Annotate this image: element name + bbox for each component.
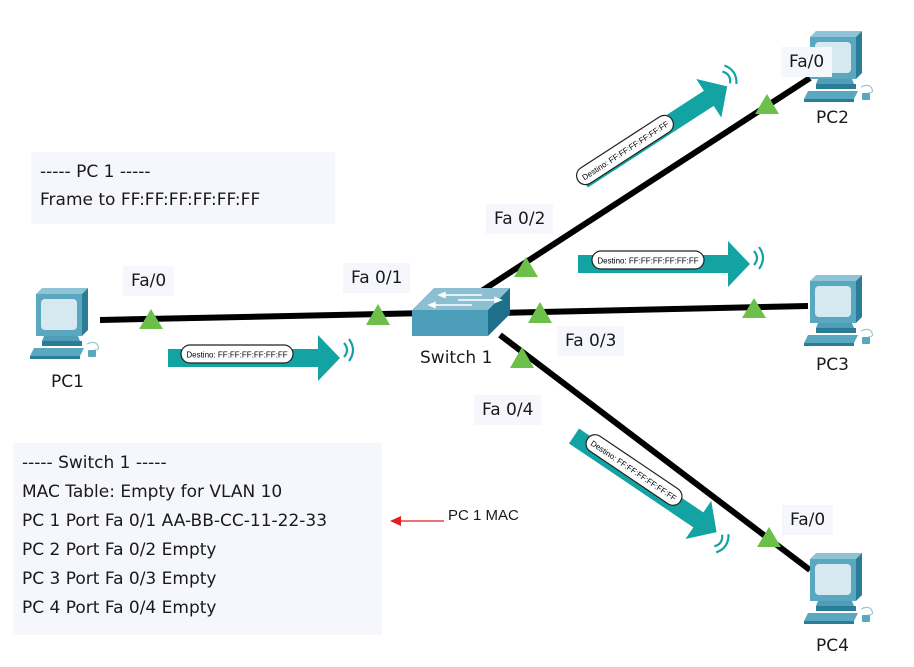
annotation-pc1-mac: PC 1 MAC <box>448 507 519 524</box>
mac-entry-pc1: PC 1 Port Fa 0/1 AA-BB-CC-11-22-33 <box>22 511 328 531</box>
switch-label: Switch 1 <box>420 348 493 368</box>
port-label-pc4: Fa/0 <box>782 505 834 535</box>
port-label-fa04: Fa 0/4 <box>474 395 542 425</box>
port-indicator-pc4 <box>757 527 781 547</box>
frame-label-pc2: Destino: FF:FF:FF:FF:FF:FF <box>581 119 671 182</box>
port-label-pc1: Fa/0 <box>123 266 175 296</box>
switch-info-panel: ----- Switch 1 ----- MAC Table: Empty fo… <box>13 443 382 635</box>
frame-label-pc3: Destino: FF:FF:FF:FF:FF:FF <box>597 257 698 266</box>
pc4-label: PC4 <box>816 636 849 656</box>
pc3-icon[interactable] <box>803 274 874 347</box>
port-label-fa01: Fa 0/1 <box>343 263 411 293</box>
mac-entry-pc2: PC 2 Port Fa 0/2 Empty <box>22 540 217 560</box>
pc3-label: PC3 <box>816 355 849 375</box>
port-indicator-pc3 <box>742 298 766 318</box>
port-indicator-pc2 <box>755 94 779 114</box>
mac-entry-pc3: PC 3 Port Fa 0/3 Empty <box>22 569 217 589</box>
pc1-info-title: ----- PC 1 ----- <box>40 162 151 182</box>
switch-icon[interactable] <box>412 288 510 336</box>
pc1-info-frame: Frame to FF:FF:FF:FF:FF:FF <box>40 190 261 210</box>
port-indicator-fa04 <box>510 347 534 368</box>
switch-info-title: ----- Switch 1 ----- <box>22 453 167 473</box>
port-indicator-fa02 <box>514 257 538 277</box>
mac-entry-pc4: PC 4 Port Fa 0/4 Empty <box>22 598 217 618</box>
port-label-fa03: Fa 0/3 <box>557 326 625 356</box>
port-indicator-fa03 <box>528 302 552 323</box>
port-indicator-pc1 <box>139 309 163 329</box>
port-label-pc2: Fa/0 <box>781 47 833 77</box>
annotation-arrow <box>390 516 444 526</box>
pc1-info-panel: ----- PC 1 ----- Frame to FF:FF:FF:FF:FF… <box>31 152 335 224</box>
frame-label-pc4: Destino: FF:FF:FF:FF:FF:FF <box>589 439 678 503</box>
pc4-icon[interactable] <box>803 552 874 625</box>
link-switch-pc4 <box>498 332 812 573</box>
mac-table-status: MAC Table: Empty for VLAN 10 <box>22 482 283 502</box>
pc1-label: PC1 <box>51 372 84 392</box>
frame-label-pc1: Destino: FF:FF:FF:FF:FF:FF <box>186 351 287 360</box>
link-switch-pc2 <box>478 75 812 295</box>
pc1-icon[interactable] <box>29 287 100 360</box>
port-indicator-fa01 <box>366 304 390 325</box>
pc2-label: PC2 <box>816 108 849 128</box>
port-label-fa02: Fa 0/2 <box>486 204 554 234</box>
